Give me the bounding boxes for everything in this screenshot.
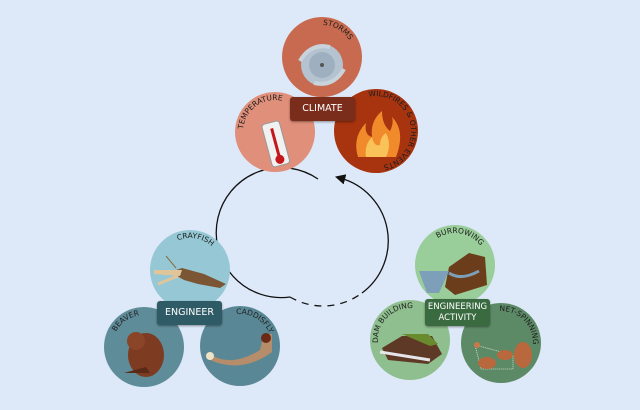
hurricane-icon [298,44,346,86]
crayfish-circle [150,230,230,310]
caddisfly-larva-icon [206,333,272,366]
cycle-dashed-arc [289,292,363,307]
fire-icon [356,111,401,157]
caddisfly-circle [200,306,280,386]
beaver-icon [124,332,164,377]
circle-icons-layer [124,44,532,377]
activity-title-line1: ENGINEERING [427,301,488,312]
climate-title: CLIMATE [302,103,343,115]
cycle-solid-arc [215,166,319,299]
cycle-arrow [215,166,389,307]
engineer-box: ENGINEER [157,301,222,325]
activity-title-line2: ACTIVITY [438,312,477,323]
engineer-title: ENGINEER [165,307,214,319]
cycle-arrowhead-arc [334,174,389,294]
crayfish-icon [154,255,226,288]
engineering-activity-box: ENGINEERING ACTIVITY [425,299,490,326]
net-icon [474,342,532,370]
burrow-icon [419,253,487,295]
climate-box: CLIMATE [290,97,355,121]
thermometer-icon [261,120,290,168]
dam-icon [379,334,442,364]
